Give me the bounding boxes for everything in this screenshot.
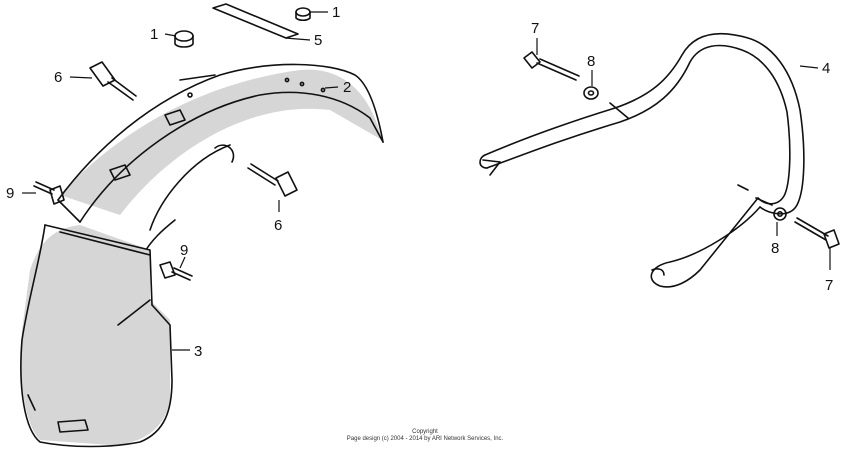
callout-5: 5	[314, 32, 322, 49]
callout-7-lower: 7	[825, 277, 833, 294]
stud-bolt-upper	[89, 61, 137, 101]
callout-1-right: 1	[332, 4, 340, 21]
washer-lower	[773, 207, 787, 221]
grab-rail	[479, 32, 805, 288]
callout-2: 2	[343, 79, 351, 96]
grommet-right	[295, 7, 311, 22]
bolt-middle	[159, 261, 193, 281]
inner-fender	[20, 224, 173, 448]
copyright-text: Page design (c) 2004 - 2014 by ARI Netwo…	[346, 436, 504, 442]
callout-1-left: 1	[150, 26, 158, 43]
bolt-upper-right	[523, 51, 580, 81]
callout-3: 3	[194, 343, 202, 360]
callout-8-lower: 8	[771, 240, 779, 257]
copyright-notice: Copyright Page design (c) 2004 - 2014 by…	[0, 429, 850, 443]
bolt-left	[33, 181, 65, 205]
callout-6-upper: 6	[54, 69, 62, 86]
callout-4: 4	[822, 60, 830, 77]
fender-strip	[212, 3, 299, 39]
stud-bolt-lower	[247, 163, 298, 197]
grommet-left	[174, 30, 194, 48]
callout-6-lower: 6	[274, 217, 282, 234]
callout-9-left: 9	[6, 185, 14, 202]
callout-8-upper: 8	[587, 53, 595, 70]
callout-9-middle: 9	[180, 242, 188, 259]
leader-lines	[22, 11, 831, 351]
washer-upper	[583, 86, 599, 100]
rear-fender	[57, 63, 384, 261]
callout-7-upper: 7	[531, 20, 539, 37]
bolt-lower-right	[794, 217, 840, 249]
copyright-title: Copyright	[412, 429, 438, 435]
